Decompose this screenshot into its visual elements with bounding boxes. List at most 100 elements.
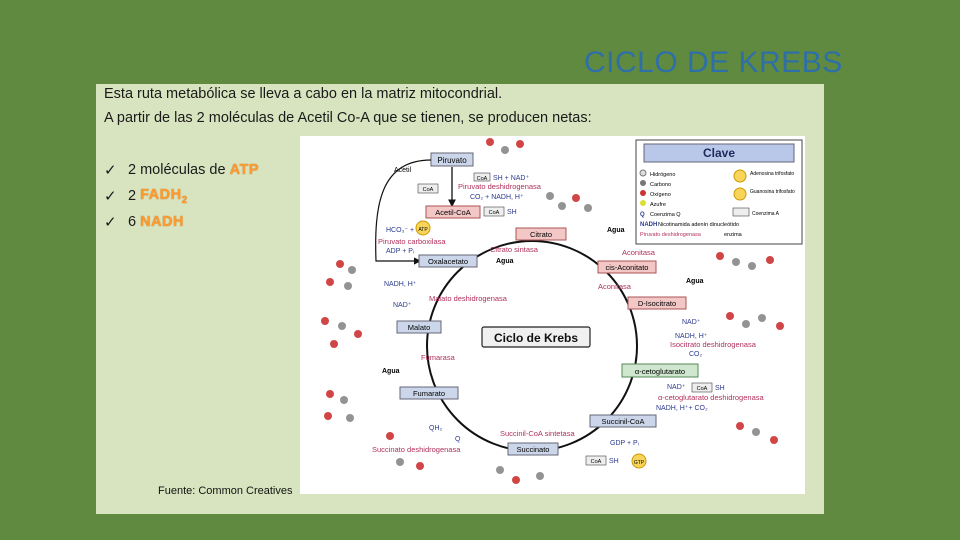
malato-box xyxy=(396,320,442,334)
agua-label-4: Agua xyxy=(382,368,400,375)
coa-label-5: CoA xyxy=(591,459,602,465)
molecule-decorations xyxy=(321,138,784,484)
bullet-highlight: NADH xyxy=(140,214,184,230)
nad-left-label: NAD⁺ xyxy=(393,302,412,309)
succinil-sintetasa-label: Succinil-CoA sintetasa xyxy=(500,429,575,438)
succinil-coa-box xyxy=(589,414,657,428)
succinato-box xyxy=(507,442,559,456)
sh-label-3: SH xyxy=(609,458,619,465)
cis-aconitato-box xyxy=(597,260,657,274)
checkmark-icon: ✓ xyxy=(104,214,117,231)
agua-label-2: Agua xyxy=(607,227,625,234)
legend-nadh: NADH xyxy=(640,222,657,228)
qh2-label: QH₂ xyxy=(429,425,443,432)
aconitasa-label-1: Aconitasa xyxy=(622,248,656,257)
legend-title: Clave xyxy=(703,146,735,160)
coa-label-4: CoA xyxy=(697,386,708,392)
fumarato-box xyxy=(399,386,459,400)
bullet-prefix: 2 xyxy=(128,188,141,204)
citrato-sintasa-label: Citrato sintasa xyxy=(490,245,539,254)
succinato-dh-label: Succinato deshidrogenasa xyxy=(372,445,461,454)
legend-item: Guanosina trifosfato xyxy=(750,189,795,195)
center-box xyxy=(481,326,591,348)
piruvato-dh-label: Piruvato deshidrogenasa xyxy=(458,182,542,191)
a-ceto-dh-label: α-cetoglutarato deshidrogenasa xyxy=(658,393,764,402)
q-label: Q xyxy=(455,436,461,443)
piruvato-label: Piruvato xyxy=(437,156,467,165)
krebs-cycle-diagram: Ciclo de Krebs Piruvato CoA SH + NAD⁺ Pi… xyxy=(300,136,805,494)
malato-label: Malato xyxy=(408,323,431,332)
acetil-label: Acetil xyxy=(394,167,412,174)
piruvato-carboxilasa-label: Piruvato carboxilasa xyxy=(378,237,446,246)
hco3-label: HCO₃⁻ + xyxy=(386,227,414,234)
list-item: ✓ 2 FADH2 xyxy=(104,183,259,209)
source-caption: Fuente: Common Creatives xyxy=(158,485,293,497)
sh-nad-label: SH + NAD⁺ xyxy=(493,175,529,182)
coa-label-3: CoA xyxy=(489,210,500,216)
legend-q: Q xyxy=(640,212,645,218)
legend-item: Adenosina trifosfato xyxy=(750,171,794,177)
slide-title: CICLO DE KREBS xyxy=(584,46,843,79)
a-ceto-box xyxy=(621,363,699,378)
krebs-cycle-svg: Ciclo de Krebs Piruvato CoA SH + NAD⁺ Pi… xyxy=(321,138,803,484)
malato-dh-label: Malato deshidrogenasa xyxy=(429,294,508,303)
coa-label: CoA xyxy=(477,176,488,182)
agua-label-1: Agua xyxy=(496,258,514,265)
legend-item: enzima xyxy=(724,232,743,238)
legend-item: Hidrógeno xyxy=(650,172,675,178)
legend-item: Piruvato deshidrogenasa xyxy=(640,232,702,238)
gdp-label: GDP + Pᵢ xyxy=(610,440,639,447)
a-ceto-label: α-cetoglutarato xyxy=(635,367,685,376)
fumarasa-label: Fumarasa xyxy=(421,353,456,362)
aconitasa-label-2: Aconitasa xyxy=(598,282,632,291)
agua-label-3: Agua xyxy=(686,278,704,285)
nad-right-label: NAD⁺ xyxy=(682,319,701,326)
nadh-right-label: NADH, H⁺ xyxy=(675,333,708,340)
nadh-left-label: NADH, H⁺ xyxy=(384,281,417,288)
adp-label: ADP + Pᵢ xyxy=(386,248,414,255)
oxalacetato-label: Oxalacetato xyxy=(428,257,468,266)
legend-key: Clave Hidrógeno Carbono Oxígeno Azufre Q… xyxy=(635,139,803,245)
succinato-label: Succinato xyxy=(517,445,550,454)
acetil-coa-box xyxy=(425,205,481,219)
sh-label: SH xyxy=(507,209,517,216)
co2-label: CO₂ xyxy=(689,351,703,358)
legend-item: Oxígeno xyxy=(650,192,671,198)
bullet-prefix: 6 xyxy=(128,214,141,230)
sh-label-2: SH xyxy=(715,385,725,392)
oxalacetato-box xyxy=(418,254,478,268)
legend-item: Azufre xyxy=(650,202,666,208)
nad-right-2-label: NAD⁺ xyxy=(667,384,686,391)
center-label: Ciclo de Krebs xyxy=(494,331,578,345)
succinil-coa-label: Succinil-CoA xyxy=(602,417,645,426)
citrato-label: Citrato xyxy=(530,230,552,239)
citrato-box xyxy=(515,227,567,241)
list-item: ✓ 6 NADH xyxy=(104,209,259,235)
atp-label: ATP xyxy=(418,227,428,233)
d-isocitrato-box xyxy=(627,296,687,310)
d-isocitrato-label: D-Isocitrato xyxy=(638,299,676,308)
products-list: ✓ 2 moléculas de ATP ✓ 2 FADH2 ✓ 6 NADH xyxy=(104,157,259,235)
gtp-label: GTP xyxy=(634,460,645,466)
legend-item: Carbono xyxy=(650,182,671,188)
nadh-co2-label: NADH, H⁺+ CO₂ xyxy=(656,405,708,412)
acetil-coa-label: Acetil-CoA xyxy=(435,208,470,217)
cis-aconitato-label: cis-Aconitato xyxy=(606,263,649,272)
legend-item: Coenzima Q xyxy=(650,212,681,218)
intro-line-2: A partir de las 2 moléculas de Acetil Co… xyxy=(104,110,592,126)
bullet-highlight: FADH2 xyxy=(140,186,188,206)
list-item: ✓ 2 moléculas de ATP xyxy=(104,157,259,183)
legend-item: Coenzima A xyxy=(752,211,780,217)
checkmark-icon: ✓ xyxy=(104,188,117,205)
bullet-highlight: ATP xyxy=(229,162,259,178)
legend-item: Nicotinamida adenín dinucleótido xyxy=(658,222,739,228)
fumarato-label: Fumarato xyxy=(413,389,445,398)
intro-line-1: Esta ruta metabólica se lleva a cabo en … xyxy=(104,86,503,102)
gtp-badge xyxy=(631,453,647,469)
atp-badge xyxy=(415,220,431,236)
checkmark-icon: ✓ xyxy=(104,162,117,179)
isocitrato-dh-label: Isocitrato deshidrogenasa xyxy=(670,340,757,349)
coa-label-2: CoA xyxy=(423,187,434,193)
co2-nadh-label: CO₂ + NADH, H⁺ xyxy=(470,194,524,201)
bullet-prefix: 2 moléculas de xyxy=(128,162,230,178)
